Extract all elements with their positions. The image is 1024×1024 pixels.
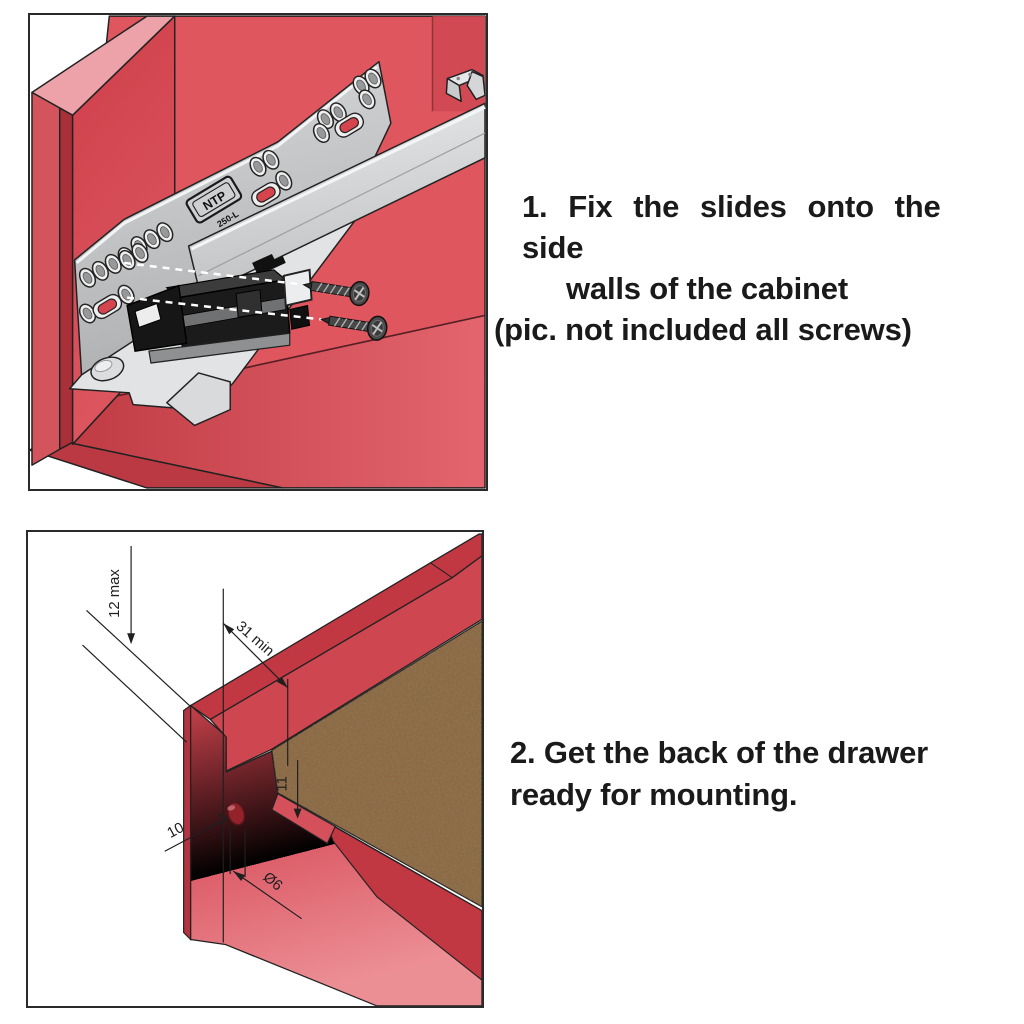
- side-board-left-face: [31, 91, 61, 466]
- dashed-alignment-lines: [124, 261, 322, 321]
- screw-icon: [302, 280, 370, 307]
- drawer-back-diagram: 12 max 31 min 11 10 Ø6: [82, 533, 482, 1006]
- dashed-alignment-line: [124, 261, 304, 286]
- step1-caption-line1: 1. Fix the slides onto the side: [522, 189, 941, 265]
- step1-caption: 1. Fix the slides onto the side walls of…: [494, 186, 1016, 350]
- step2-caption-line2: ready for mounting.: [510, 777, 798, 812]
- drawer-rail-band: [187, 102, 486, 297]
- dimension-label-12max: 12 max: [107, 569, 123, 618]
- screw-icon: [320, 315, 388, 341]
- dimension-label-11: 11: [275, 776, 291, 791]
- drawer-back-left-edge: [183, 704, 192, 941]
- band-latch-slot: [252, 253, 286, 276]
- step2-caption-line1: 2. Get the back of the drawer: [510, 735, 928, 770]
- latch-housing: [148, 269, 311, 364]
- rail-channel-opening: [282, 268, 313, 307]
- front-bracket-hook: [445, 68, 486, 103]
- step1-illustration-panel: NTP 250-L: [28, 13, 488, 491]
- step2-caption: 2. Get the back of the drawer ready for …: [510, 732, 980, 816]
- step1-caption-line2: walls of the cabinet: [566, 271, 848, 306]
- side-board-top-strip: [324, 820, 482, 981]
- side-board-inner-face: [209, 555, 482, 772]
- side-board-edge: [58, 106, 74, 451]
- dashed-alignment-line: [127, 296, 322, 321]
- cabinet-slide-diagram: NTP 250-L: [30, 15, 486, 489]
- step2-illustration-panel: 12 max 31 min 11 10 Ø6: [26, 530, 484, 1008]
- step1-caption-line3: (pic. not included all screws): [494, 312, 912, 347]
- mounting-hole: [227, 801, 246, 826]
- mounting-notch-step: [271, 792, 337, 845]
- drawer-rail-foot: [166, 372, 231, 427]
- drawer-bottom-board: [271, 620, 482, 908]
- dimension-label-10: 10: [165, 820, 187, 842]
- side-board-top-face: [31, 15, 176, 116]
